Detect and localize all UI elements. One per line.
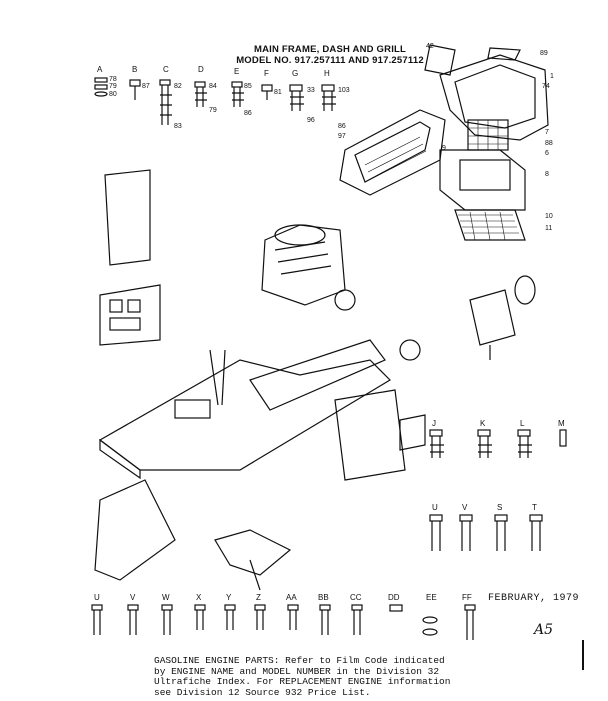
callout-number: 8 — [545, 171, 549, 178]
hardware-row-lower — [429, 514, 543, 551]
callout-number: 9 — [442, 145, 446, 152]
letter-label: BB — [318, 593, 329, 602]
title-line-1: MAIN FRAME, DASH AND GRILL — [253, 44, 407, 55]
letter-label: CC — [350, 593, 362, 602]
callout-number: 103 — [338, 87, 350, 94]
hardware-row-middle — [429, 429, 567, 458]
lower-bracket — [94, 479, 292, 591]
callout-number: 74 — [542, 83, 550, 90]
callout-number: 80 — [109, 91, 117, 98]
letter-label: U — [94, 593, 100, 602]
callout-number: 83 — [174, 123, 182, 130]
grill-callouts: 42 89 1 74 7 88 6 8 10 11 9 — [426, 43, 554, 232]
callout-number: 11 — [545, 225, 552, 232]
letter-label: K — [480, 419, 486, 428]
main-frame — [98, 339, 391, 480]
callout-number: 6 — [545, 150, 549, 157]
letter-label: D — [198, 65, 204, 74]
letter-label: Z — [256, 593, 261, 602]
title-line-2: MODEL NO. 917.257111 AND 917.257112 — [236, 55, 424, 66]
letter-label: F — [264, 69, 269, 78]
page-stamp: A5 — [534, 622, 554, 638]
callout-number: 89 — [540, 50, 548, 57]
letter-label: M — [558, 419, 565, 428]
callout-number: 86 — [338, 123, 346, 130]
callout-number: 82 — [174, 83, 182, 90]
callout-number: 7 — [545, 129, 549, 136]
revision-date: FEBRUARY, 1979 — [488, 593, 580, 604]
letter-label: V — [130, 593, 136, 602]
hardware-row-bottom — [91, 604, 476, 640]
instrument-panel — [99, 169, 161, 346]
letter-label: L — [520, 419, 525, 428]
dash-panel — [339, 109, 446, 196]
callout-number: 97 — [338, 133, 346, 140]
letter-label: T — [532, 503, 537, 512]
letter-label: H — [324, 69, 330, 78]
callout-number: 78 — [109, 76, 117, 83]
letter-label: E — [234, 67, 239, 76]
letter-label: V — [462, 503, 468, 512]
letter-label: B — [132, 65, 137, 74]
callout-number: 81 — [274, 89, 282, 96]
letter-label: W — [162, 593, 170, 602]
callout-number: 88 — [545, 140, 553, 147]
hardware-row-top — [94, 77, 336, 125]
letter-label: A — [97, 65, 103, 74]
callout-number: 79 — [109, 83, 117, 90]
top-kit-callouts: 78 79 80 87 82 83 84 79 85 86 81 33 103 … — [109, 76, 350, 140]
callout-number: 33 — [307, 87, 315, 94]
callout-number: 85 — [244, 83, 252, 90]
callout-number: 10 — [545, 213, 553, 220]
letter-label: X — [196, 593, 202, 602]
side-panel — [334, 389, 426, 481]
callout-number: 84 — [209, 83, 217, 90]
top-row-letters: A B C D E F G H — [97, 65, 330, 78]
engine-parts-note: GASOLINE ENGINE PARTS: Refer to Film Cod… — [154, 655, 451, 698]
letter-label: U — [432, 503, 438, 512]
callout-number: 86 — [244, 110, 252, 117]
callout-number: 79 — [209, 107, 217, 114]
letter-label: J — [432, 419, 436, 428]
lower-right-letters: U V S T — [432, 503, 537, 512]
callout-number: 87 — [142, 83, 150, 90]
letter-label: DD — [388, 593, 400, 602]
callout-number: 42 — [426, 43, 434, 50]
letter-label: G — [292, 69, 298, 78]
letter-label: AA — [286, 593, 297, 602]
right-bracket-assembly — [469, 275, 536, 360]
letter-label: S — [497, 503, 502, 512]
callout-number: 96 — [307, 117, 315, 124]
callout-number: 1 — [550, 73, 554, 80]
letter-label: EE — [426, 593, 437, 602]
grill-housing — [424, 44, 549, 241]
margin-rule — [582, 640, 584, 670]
letter-label: C — [163, 65, 169, 74]
bottom-row-letters: U V W X Y Z AA BB CC DD EE FF — [94, 593, 472, 602]
engine — [261, 224, 421, 361]
diagram-title: MAIN FRAME, DASH AND GRILL MODEL NO. 917… — [210, 44, 450, 66]
letter-label: FF — [462, 593, 472, 602]
letter-label: Y — [226, 593, 232, 602]
mid-right-letters: J K L M — [432, 419, 565, 428]
